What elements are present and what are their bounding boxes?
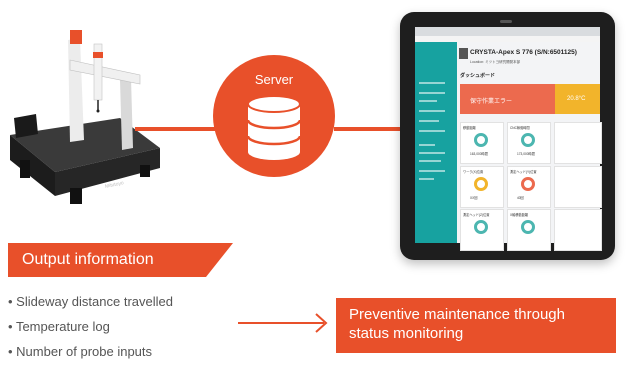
connector-line-right <box>334 127 402 131</box>
output-item-label: Temperature log <box>15 319 110 334</box>
dashboard-tile <box>554 166 602 208</box>
database-icon <box>246 95 302 160</box>
connector-line-left <box>135 127 215 131</box>
alert-temperature-text: 20.8°C <box>567 96 586 102</box>
gauge-ring-icon <box>474 133 488 147</box>
output-item-label: Slideway distance travelled <box>16 294 173 309</box>
dashboard-tile-value: 163,000時間 <box>470 152 488 156</box>
tablet-camera <box>500 20 512 23</box>
preventive-maintenance-text: Preventive maintenance through status mo… <box>349 306 565 342</box>
gauge-ring-icon <box>521 133 535 147</box>
dashboard-tile-title: ワーク(X)位置 <box>463 170 484 174</box>
dashboard-tile-title: 測定ヘッド(Y)位置 <box>510 170 537 174</box>
sidebar-item <box>419 82 445 84</box>
dashboard-tile-value: 40回 <box>517 196 524 200</box>
preventive-maintenance-box <box>336 298 616 353</box>
output-item-bullet: • Temperature log <box>8 319 110 334</box>
machine-model: CRYSTA-Apex S 776 (S/N:6501125) <box>470 49 577 56</box>
machine-thumbnail <box>459 48 468 59</box>
sidebar-item <box>419 178 434 180</box>
dashboard-tile-value: XX回 <box>470 196 478 200</box>
output-item-label: Number of probe inputs <box>16 344 153 359</box>
output-item-bullet: • Slideway distance travelled <box>8 294 173 309</box>
output-information-banner <box>8 243 233 277</box>
sidebar-item <box>419 130 445 132</box>
gauge-ring-icon <box>474 220 488 234</box>
sidebar-item <box>419 144 435 146</box>
sidebar-item <box>419 100 437 102</box>
sidebar-item <box>419 170 445 172</box>
dashboard-tile-value: 173,000時間 <box>517 152 535 156</box>
dashboard-sidebar <box>415 42 457 243</box>
dashboard-title: ダッシュボード <box>460 73 496 79</box>
dashboard-tile <box>554 209 602 251</box>
sidebar-item <box>419 92 445 94</box>
dashboard-tile-title: 移動距離 <box>463 126 476 130</box>
dashboard-tile <box>554 122 602 164</box>
browser-address-bar <box>415 36 600 42</box>
output-item-bullet: • Number of probe inputs <box>8 344 153 359</box>
sidebar-item <box>419 160 441 162</box>
alert-panel-error <box>460 84 555 114</box>
sidebar-item <box>419 120 439 122</box>
dashboard-tile-title: X軸移動距離 <box>510 213 529 217</box>
dashboard-tile-title: 測定ヘッド(Z)位置 <box>463 213 490 217</box>
gauge-ring-icon <box>474 177 488 191</box>
gauge-ring-icon <box>521 220 535 234</box>
sidebar-item <box>419 152 445 154</box>
machine-location: Location: ミツトヨ研究開発本部 <box>470 60 521 64</box>
sidebar-item <box>419 110 445 112</box>
alert-error-text: 保守作業エラー <box>470 99 513 105</box>
browser-tab-bar <box>415 27 600 36</box>
arrow-right-icon <box>238 313 328 333</box>
alert-panel-temperature <box>555 84 600 114</box>
server-label: Server <box>254 72 294 87</box>
gauge-ring-icon <box>521 177 535 191</box>
dashboard-tile <box>507 122 551 164</box>
dashboard-tile-title: CNC稼働時間 <box>510 126 530 130</box>
output-information-heading: Output information <box>22 251 154 268</box>
sidebar-title: Customer Name <box>3 18 33 23</box>
coordinate-measuring-machine-icon <box>10 30 160 204</box>
